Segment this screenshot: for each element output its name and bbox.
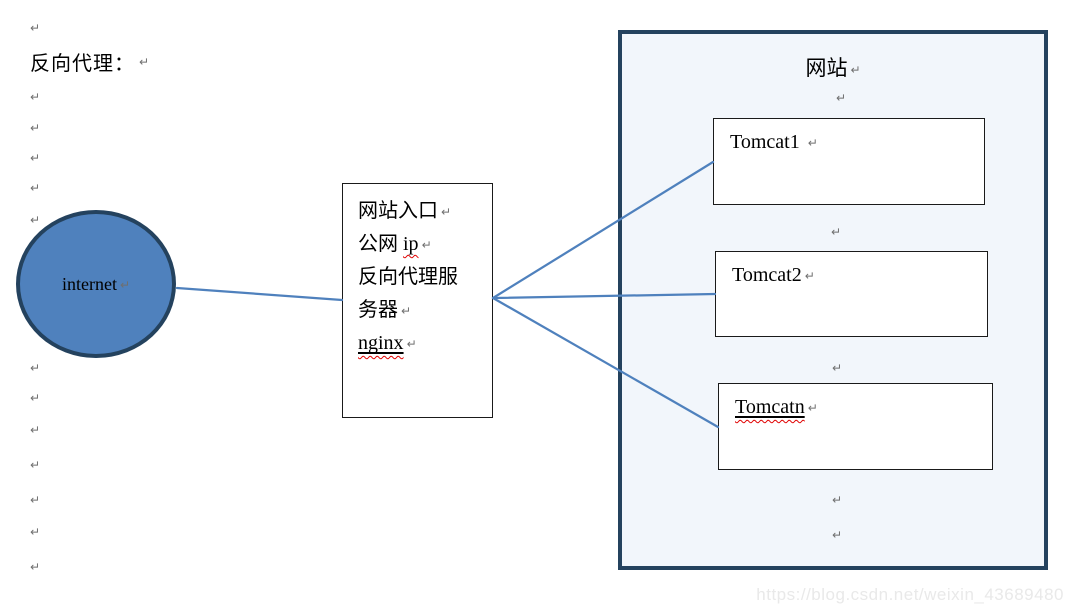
website-container-box[interactable]: 网站↵ Tomcat1 ↵ Tomcat2↵ Tomcatn↵	[618, 30, 1048, 570]
pilcrow-mark: ↵	[30, 121, 41, 135]
pilcrow-mark: ↵	[441, 205, 452, 219]
page-title: 反向代理：	[30, 53, 135, 75]
proxy-text-line: 公网 ip↵	[358, 228, 492, 261]
pilcrow-mark: ↵	[30, 181, 41, 195]
server-box-tomcat1[interactable]: Tomcat1 ↵	[713, 118, 985, 205]
text-segment: Tomcatn	[735, 396, 805, 418]
pilcrow-mark: ↵	[406, 337, 417, 351]
tomcat1-label: Tomcat1 ↵	[730, 131, 818, 153]
connector-internet-to-proxy[interactable]	[175, 286, 344, 302]
proxy-text-line: 务器↵	[358, 294, 492, 327]
pilcrow-mark: ↵	[30, 525, 41, 539]
pilcrow-mark: ↵	[421, 238, 432, 252]
pilcrow-mark: ↵	[850, 63, 861, 77]
pilcrow-mark: ↵	[30, 391, 41, 405]
internet-node-ellipse[interactable]: internet↵	[16, 210, 176, 358]
pilcrow-mark: ↵	[832, 493, 843, 507]
proxy-server-box[interactable]: 网站入口↵公网 ip↵反向代理服务器↵nginx↵	[342, 183, 493, 418]
pilcrow-mark: ↵	[832, 528, 843, 542]
pilcrow-mark: ↵	[836, 91, 847, 105]
pilcrow-mark: ↵	[831, 225, 842, 239]
text-segment: 务器	[358, 299, 398, 321]
proxy-text-line: 网站入口↵	[358, 195, 492, 228]
pilcrow-mark: ↵	[832, 361, 843, 375]
website-title: 网站↵	[805, 56, 861, 80]
pilcrow-mark: ↵	[30, 90, 41, 104]
tomcat2-label: Tomcat2↵	[732, 264, 815, 286]
internet-label: internet↵	[61, 273, 131, 294]
text-segment: Tomcat1	[730, 131, 805, 153]
text-segment: nginx	[358, 332, 404, 354]
proxy-text-line: nginx↵	[358, 327, 492, 360]
pilcrow-mark: ↵	[30, 361, 41, 375]
pilcrow-mark: ↵	[30, 493, 41, 507]
proxy-text-line: 反向代理服	[358, 261, 492, 294]
pilcrow-mark: ↵	[30, 213, 41, 227]
pilcrow-mark: ↵	[807, 401, 818, 415]
text-segment: 网站入口	[358, 200, 438, 222]
text-segment: 反向代理服	[358, 266, 458, 288]
server-box-tomcatn[interactable]: Tomcatn↵	[718, 383, 993, 470]
pilcrow-mark: ↵	[30, 423, 41, 437]
tomcatn-label: Tomcatn↵	[735, 396, 818, 418]
server-box-tomcat2[interactable]: Tomcat2↵	[715, 251, 988, 337]
pilcrow-mark: ↵	[807, 136, 818, 150]
text-segment: 公网	[358, 233, 403, 255]
pilcrow-mark: ↵	[401, 304, 412, 318]
pilcrow-mark: ↵	[30, 560, 41, 574]
text-segment: Tomcat2	[732, 264, 802, 286]
pilcrow-mark: ↵	[119, 277, 131, 292]
text-segment: ip	[403, 233, 419, 255]
pilcrow-mark: ↵	[30, 458, 41, 472]
watermark: https://blog.csdn.net/weixin_43689480	[756, 585, 1064, 604]
pilcrow-mark: ↵	[30, 151, 41, 165]
pilcrow-mark: ↵	[139, 55, 150, 69]
pilcrow-mark: ↵	[30, 21, 41, 35]
pilcrow-mark: ↵	[804, 269, 815, 283]
